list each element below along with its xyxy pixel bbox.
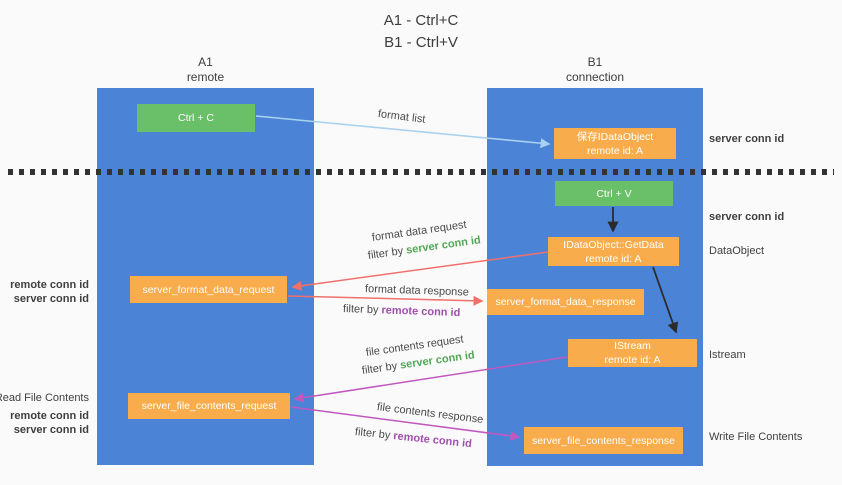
lifeline-a1-name: A1: [198, 55, 213, 69]
flow-label-format-data-response: format data response: [364, 283, 470, 299]
flow-label-format-list: format list: [377, 108, 427, 126]
right-label-dataobject: DataObject: [709, 245, 765, 257]
node-ctrl-v-label: Ctrl + V: [596, 187, 632, 200]
node-server-file-contents-response: server_file_contents_response: [524, 427, 683, 454]
node-istream-line2: remote id: A: [604, 354, 661, 366]
right-label-write-file-contents: Write File Contents: [709, 431, 803, 443]
diagram-title: A1 - Ctrl+C B1 - Ctrl+V: [0, 10, 842, 54]
dashed-separator: [8, 169, 834, 175]
node-idataobject-getdata: IDataObject::GetData remote id: A: [548, 237, 679, 266]
right-label-istream: Istream: [709, 349, 746, 361]
node-ctrl-v: Ctrl + V: [555, 181, 673, 206]
node-idataobject-getdata-line1: IDataObject::GetData: [563, 238, 664, 251]
lifeline-b1-name: B1: [587, 55, 603, 69]
node-server-file-contents-response-label: server_file_contents_response: [531, 434, 675, 447]
flow-label-file-contents-response: file contents response: [376, 401, 484, 426]
node-istream-line1: IStream: [614, 340, 651, 352]
left-label-read-file-contents: Read File Contents: [0, 392, 89, 404]
node-server-format-data-request-label: server_format_data_request: [142, 283, 275, 296]
node-idataobject-getdata-line2: remote id: A: [585, 252, 642, 265]
filter-by-text: filter by: [354, 426, 391, 442]
lifeline-a1-role: remote: [186, 70, 225, 84]
node-save-idataobject: 保存IDataObject remote id: A: [554, 128, 676, 159]
filter-by-text: filter by: [367, 245, 404, 262]
right-label-server-conn-id-top: server conn id: [709, 133, 785, 145]
node-ctrl-c: Ctrl + C: [137, 104, 255, 132]
node-server-format-data-response-label: server_format_data_response: [495, 296, 636, 308]
flow-label-filter-remote-2: filter by remote conn id: [354, 426, 472, 450]
left-label-server-conn-id-bottom: server conn id: [13, 424, 89, 436]
remote-conn-id-text: remote conn id: [381, 304, 461, 320]
title-line-1: A1 - Ctrl+C: [383, 12, 459, 29]
lifeline-b1-role: connection: [565, 70, 625, 84]
node-save-idataobject-line2: remote id: A: [586, 144, 644, 157]
left-label-remote-conn-id-bottom: remote conn id: [10, 410, 89, 422]
node-server-file-contents-request-label: server_file_contents_request: [141, 400, 277, 412]
node-server-format-data-response: server_format_data_response: [487, 289, 644, 315]
left-label-remote-conn-id-mid: remote conn id: [10, 279, 89, 291]
title-line-2: B1 - Ctrl+V: [384, 34, 458, 51]
lifeline-header-b1: B1 connection: [487, 55, 703, 85]
node-save-idataobject-line1: 保存IDataObject: [576, 130, 654, 143]
node-server-file-contents-request: server_file_contents_request: [128, 393, 290, 419]
lifeline-header-a1: A1 remote: [97, 55, 314, 85]
node-istream: IStream remote id: A: [568, 339, 697, 367]
remote-conn-id-text: remote conn id: [392, 430, 473, 451]
filter-by-text: filter by: [342, 303, 379, 317]
left-label-server-conn-id-mid: server conn id: [13, 293, 89, 305]
flow-label-filter-remote-1: filter by remote conn id: [343, 303, 461, 319]
filter-by-text: filter by: [361, 360, 398, 377]
node-ctrl-c-label: Ctrl + C: [178, 112, 214, 124]
node-server-format-data-request: server_format_data_request: [130, 276, 287, 303]
right-label-server-conn-id-mid: server conn id: [709, 211, 785, 223]
